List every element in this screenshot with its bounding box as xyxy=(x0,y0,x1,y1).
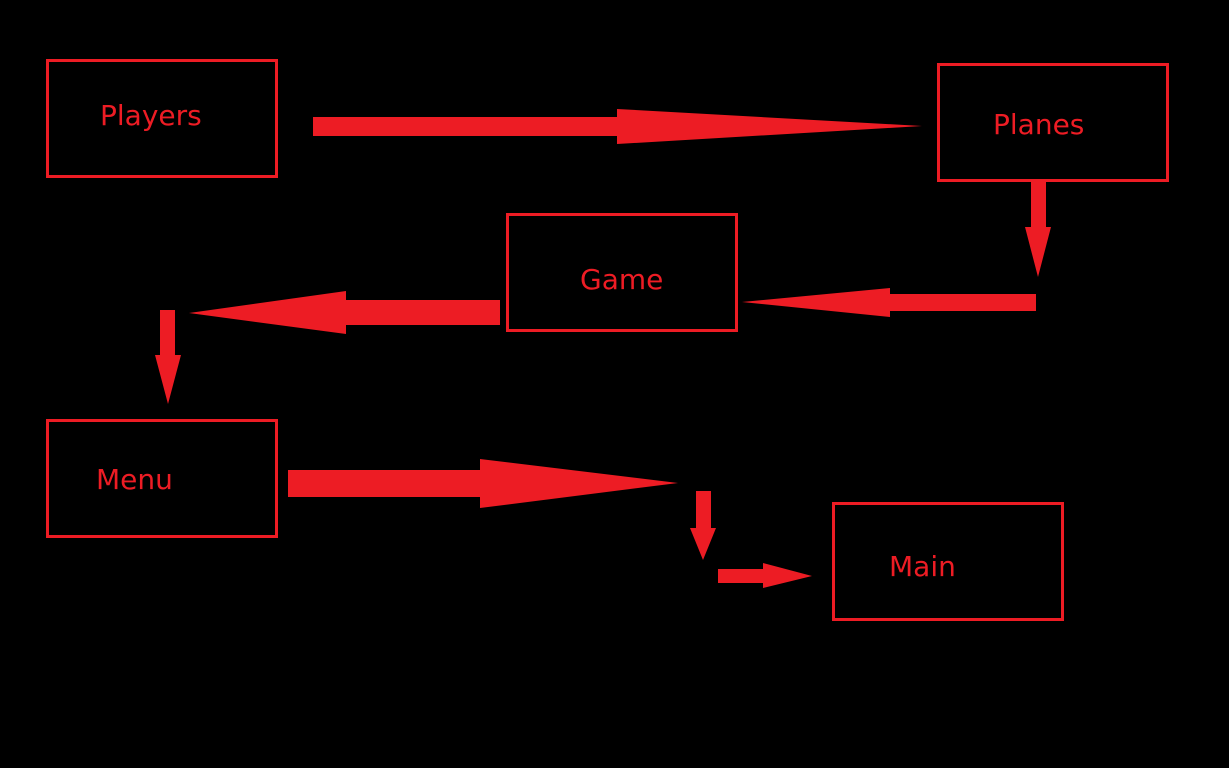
planes-node: Planes xyxy=(937,63,1169,182)
arrow-planes-to-game xyxy=(742,288,1036,317)
game-label: Game xyxy=(580,263,664,296)
main-label: Main xyxy=(889,550,956,583)
planes-label: Planes xyxy=(993,108,1085,141)
arrow-menu-right xyxy=(288,459,678,508)
players-node: Players xyxy=(46,59,278,178)
menu-node: Menu xyxy=(46,419,278,538)
arrow-menu-down xyxy=(690,491,716,560)
game-node: Game xyxy=(506,213,738,332)
menu-label: Menu xyxy=(96,463,173,496)
main-node: Main xyxy=(832,502,1064,621)
arrow-game-to-menu xyxy=(189,291,500,334)
arrow-players-to-planes xyxy=(313,109,922,144)
arrow-to-main xyxy=(718,563,812,588)
players-label: Players xyxy=(100,99,202,132)
arrow-down-to-menu xyxy=(155,310,181,404)
arrow-planes-down xyxy=(1025,180,1051,277)
